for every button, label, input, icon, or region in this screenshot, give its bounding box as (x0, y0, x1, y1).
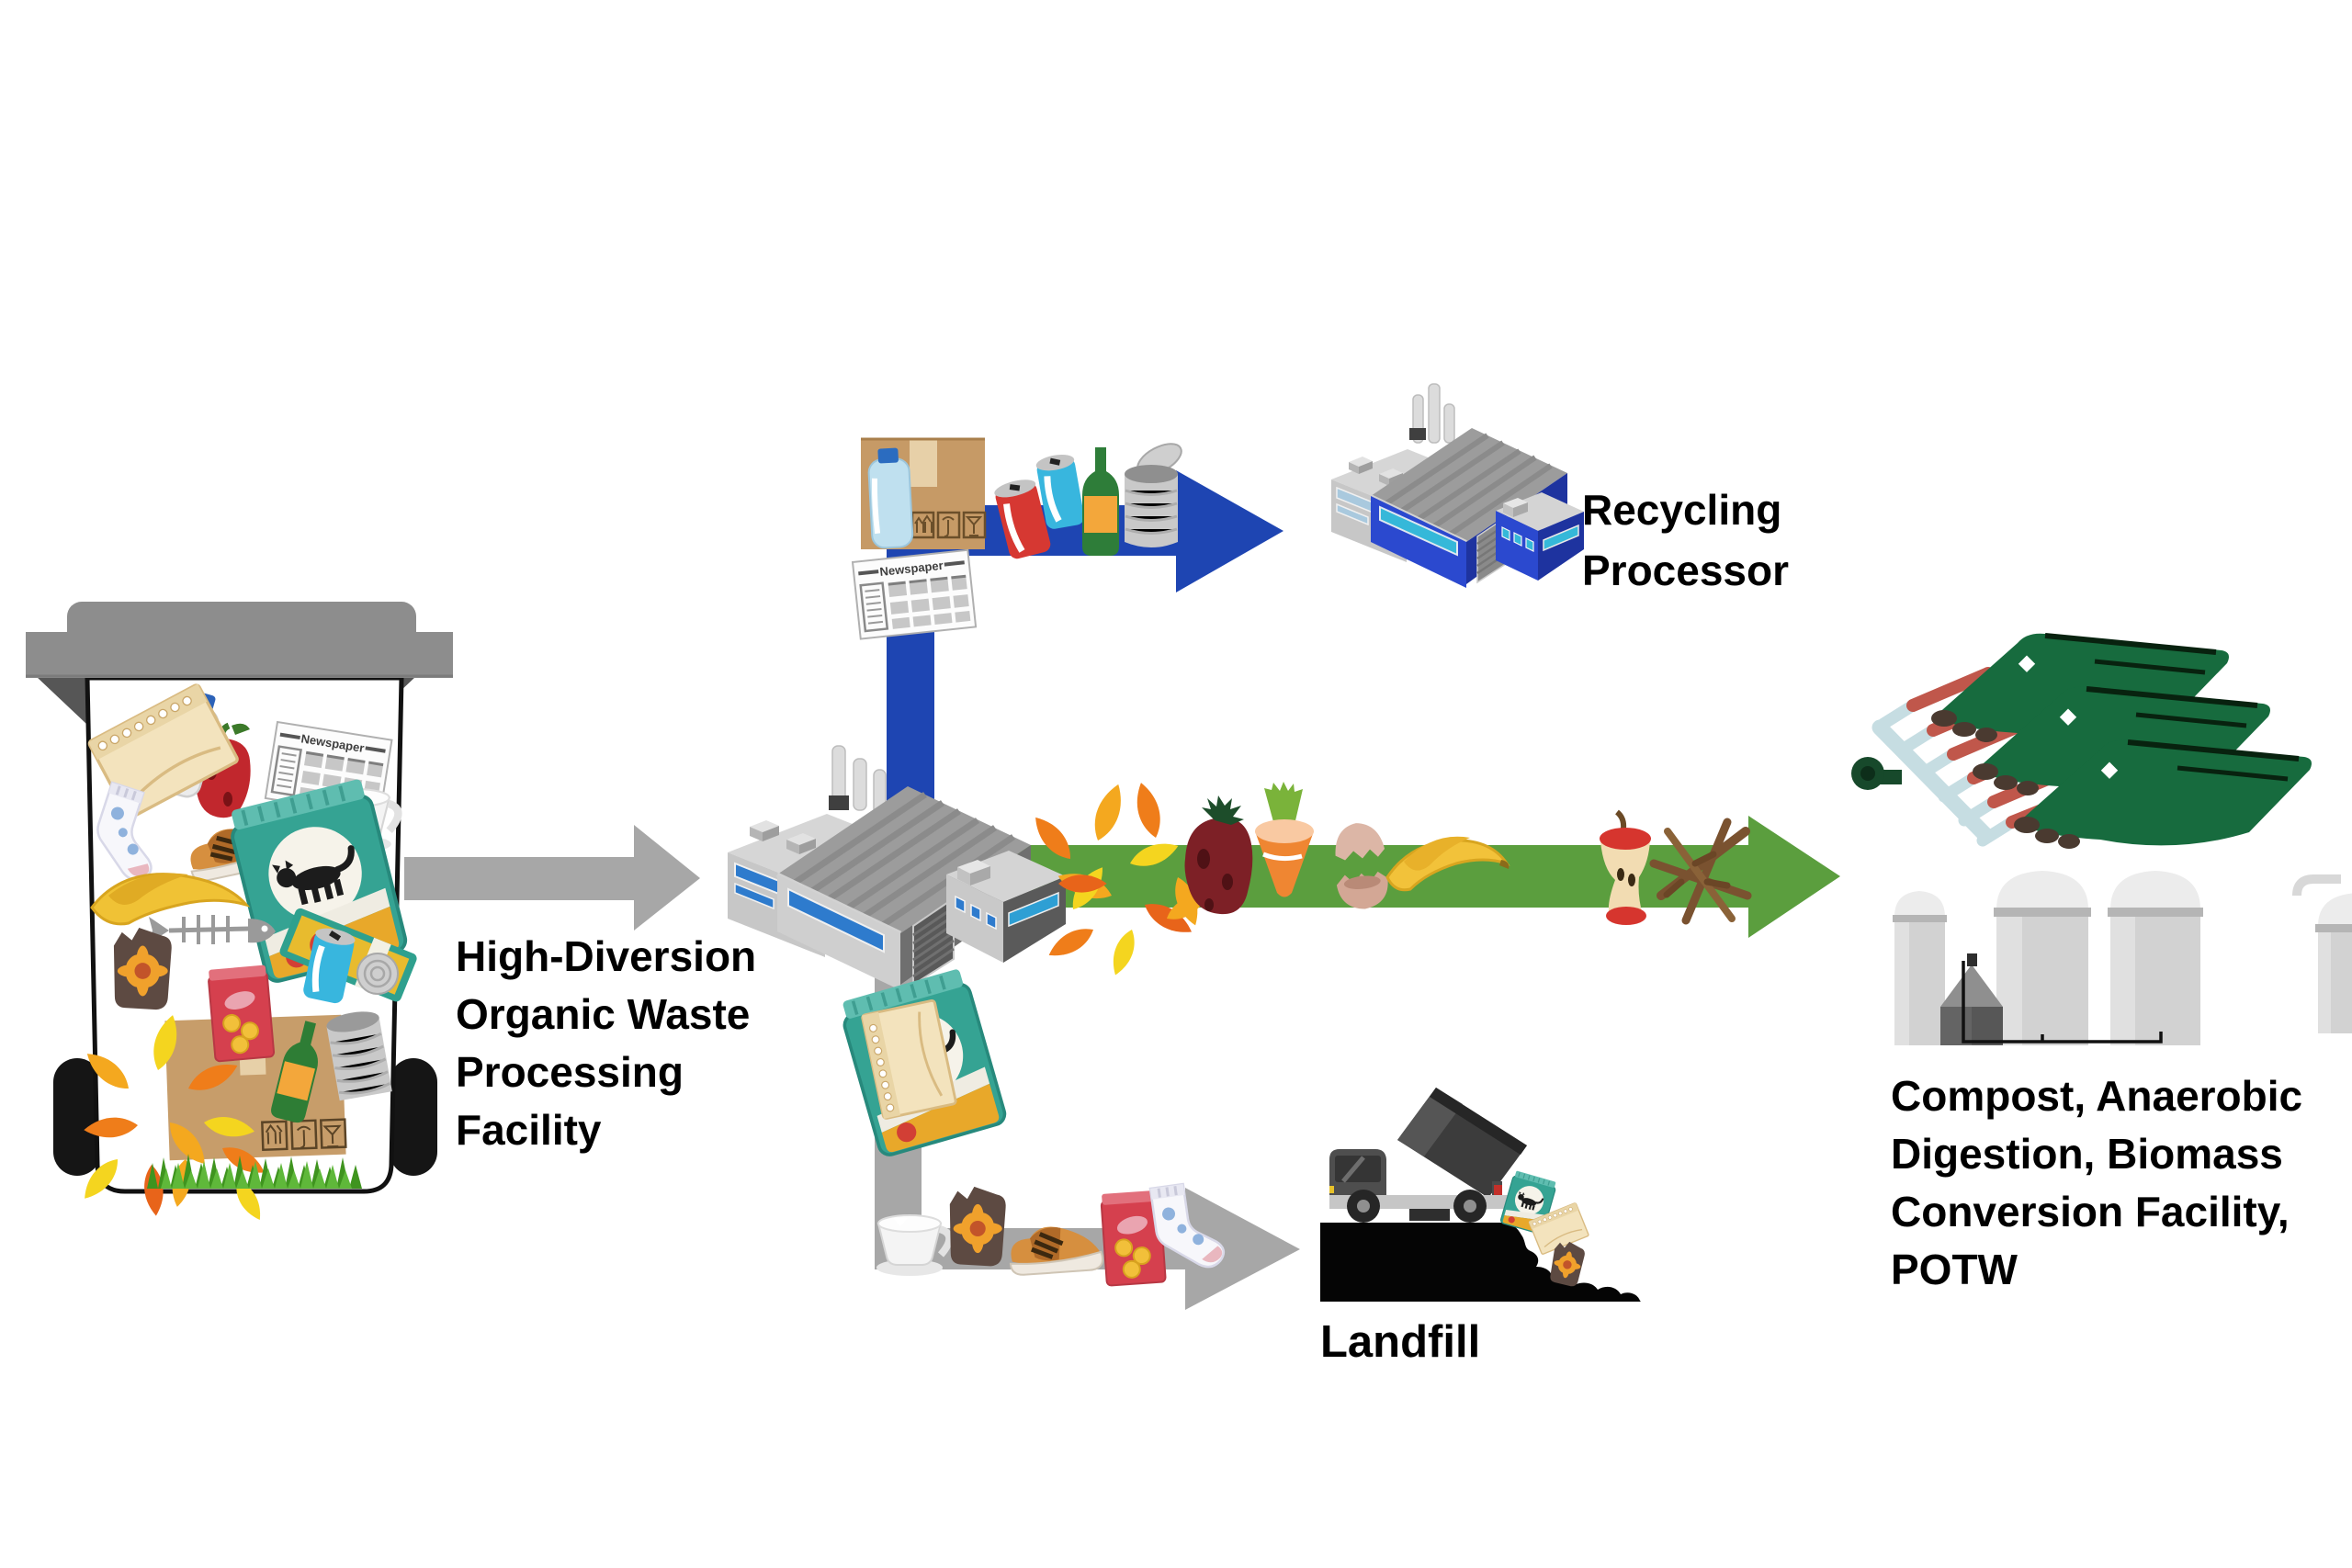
plastic-bottle-icon (867, 447, 914, 549)
bin-grass-icon (147, 1154, 362, 1189)
bin-paper-bag-icon (113, 927, 172, 1010)
residuals-items (838, 967, 1227, 1287)
recyclables-items (851, 437, 1182, 641)
landfill-label: Landfill (1320, 1317, 1481, 1367)
facility-annex (946, 851, 1066, 963)
recycling-arrow (887, 470, 1283, 808)
recycling-processor-building (1331, 383, 1584, 588)
silo-partial-right (2292, 874, 2352, 1033)
bin-big-tin-icon (326, 1011, 392, 1101)
silo-large-1 (1994, 871, 2091, 1045)
recycling-processor-label: Recycling Processor (1582, 479, 1789, 601)
bin-chip-bag-icon (207, 964, 276, 1063)
input-arrow (404, 825, 700, 931)
glass-bottle-icon (1082, 447, 1119, 556)
compost-windrows (1851, 633, 2312, 849)
apple-core-icon (1600, 809, 1651, 925)
bin-tin-top-icon (356, 953, 399, 995)
bin-soda-can-icon (303, 928, 356, 1004)
organics-items (1027, 780, 1752, 978)
facility-label-line4: Facility (456, 1106, 602, 1154)
residual-paper-bag-icon (949, 1186, 1006, 1267)
bin-wheel-right (390, 1058, 437, 1176)
soda-can-red-icon (994, 479, 1051, 559)
truck-taillight (1494, 1185, 1502, 1197)
silo-small (1893, 891, 1947, 1045)
facility-label-line1: High-Diversion (456, 932, 757, 980)
bin-wheel-left (53, 1058, 101, 1176)
blower-icon (1851, 757, 1902, 790)
cardboard-box-icon (861, 437, 987, 549)
residuals-arrow (875, 964, 1300, 1310)
hopper-bin (1940, 953, 2003, 1045)
digester-silos (1893, 871, 2352, 1045)
recycling-label-line2: Processor (1582, 547, 1790, 594)
facility-label-line3: Processing (456, 1048, 684, 1096)
facility-label-line2: Organic Waste (456, 990, 751, 1038)
windrow-piles (1931, 633, 2312, 849)
tin-can-icon (1125, 443, 1182, 547)
soda-can-blue-icon (1035, 454, 1085, 529)
facility-chimneys (829, 745, 887, 815)
bin-glass-bottle-icon (271, 1021, 318, 1123)
dump-truck (1329, 1088, 1528, 1223)
newspaper-icon (851, 547, 978, 641)
organics-label-line3: Conversion Facility, (1891, 1188, 2290, 1235)
silo-large-2 (2108, 871, 2203, 1045)
landfill-scene (1320, 1088, 1641, 1302)
carrot-icon (1255, 782, 1314, 897)
organics-label-line4: POTW (1891, 1246, 2018, 1293)
landfill-mound (1320, 1223, 1641, 1302)
bin-banana-icon (90, 873, 251, 926)
recycling-label-line1: Recycling (1582, 486, 1782, 534)
waste-bin (26, 602, 453, 1224)
processing-facility-building (728, 745, 1066, 990)
bin-fish-bones-icon (149, 915, 276, 944)
banana-peel-icon (1385, 836, 1510, 892)
tomato-icon (1184, 795, 1253, 915)
organics-label-line1: Compost, Anaerobic (1891, 1072, 2303, 1120)
silo-frame-line (1962, 961, 2163, 1043)
bin-contents (77, 682, 417, 1224)
facility-label: High-Diversion Organic Waste Processing … (456, 928, 756, 1159)
organics-destination-label: Compost, Anaerobic Digestion, Biomass Co… (1891, 1067, 2302, 1299)
facility-roof-units (750, 820, 816, 854)
twigs-icon (1649, 818, 1752, 925)
organics-label-line2: Digestion, Biomass (1891, 1130, 2283, 1178)
